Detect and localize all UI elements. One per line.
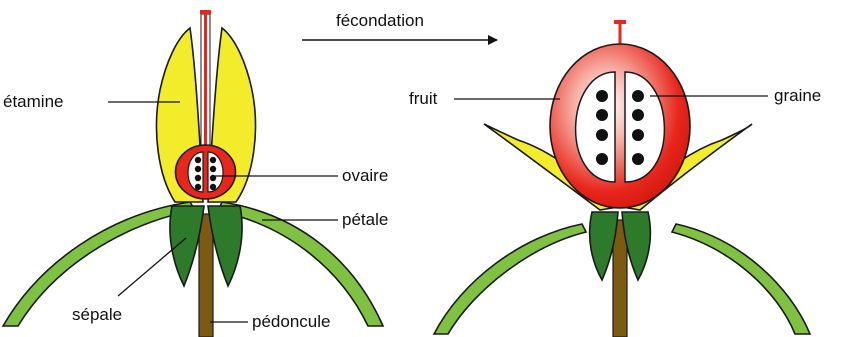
ovary-body [176, 145, 236, 199]
label-seed: graine [774, 86, 821, 105]
label-fruit: fruit [409, 89, 438, 108]
label-peduncle: pédoncule [252, 312, 330, 331]
label-ovary: ovaire [342, 166, 388, 185]
flower-before [3, 12, 383, 337]
label-sepal: sépale [72, 305, 122, 324]
label-petal: pétale [342, 210, 388, 229]
fruit-body [550, 44, 690, 208]
label-stamen: étamine [3, 92, 63, 111]
label-fertilization: fécondation [336, 11, 424, 30]
peduncle [199, 214, 213, 337]
fruit-petal-left [434, 224, 586, 334]
fruit-after [434, 22, 810, 337]
fruit-petal-right [672, 224, 810, 334]
